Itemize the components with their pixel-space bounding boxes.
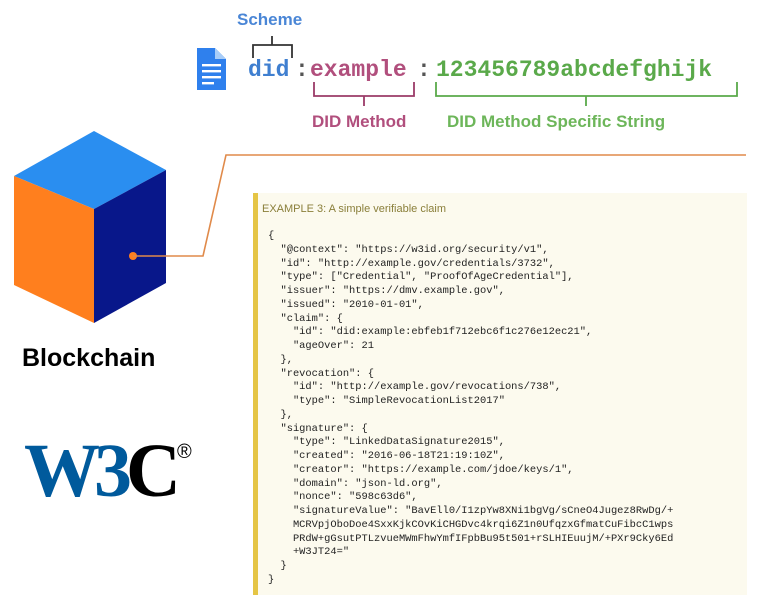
example-title: EXAMPLE 3: A simple verifiable claim (262, 203, 447, 215)
specific-bracket (435, 82, 738, 106)
did-method-text: example (310, 57, 407, 83)
connector-line (133, 154, 746, 257)
scheme-bracket (252, 36, 293, 58)
w3c-logo: W3C (24, 433, 181, 509)
document-icon (197, 48, 226, 90)
method-bracket (313, 82, 415, 106)
did-specific-label: DID Method Specific String (447, 112, 666, 131)
did-scheme-text: did (248, 57, 290, 83)
w3c-logo-w3: W3 (24, 429, 132, 513)
did-colon-1: : (295, 57, 309, 83)
did-colon-2: : (417, 57, 431, 83)
example-code: { "@context": "https://w3id.org/security… (268, 230, 674, 586)
did-specific-text: 123456789abcdefghijk (436, 57, 713, 83)
registered-mark: ® (177, 441, 192, 463)
blockchain-cube-icon (14, 131, 166, 323)
blockchain-label: Blockchain (22, 344, 156, 372)
w3c-logo-c: C (126, 429, 181, 513)
did-method-label: DID Method (312, 112, 407, 131)
example-code-box (253, 193, 747, 595)
scheme-label: Scheme (237, 10, 303, 29)
